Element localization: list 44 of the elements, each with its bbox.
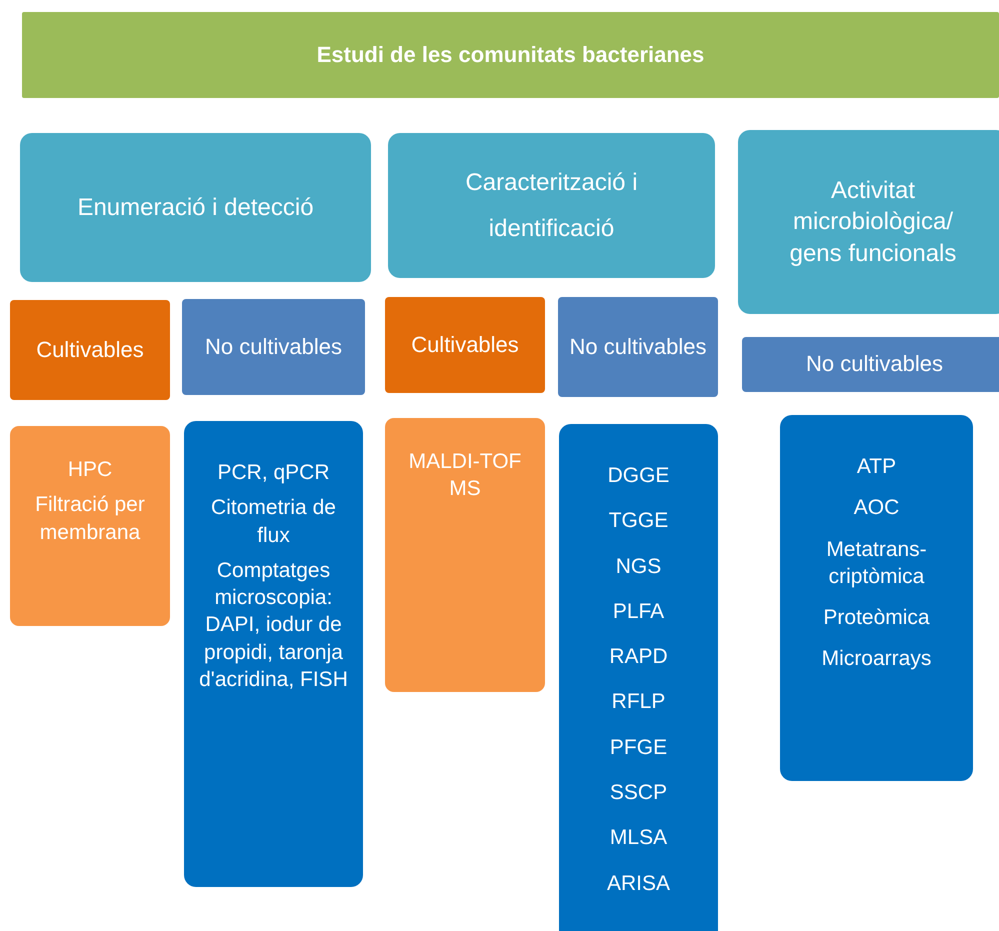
category-label: Caracterització i identificació xyxy=(464,168,639,244)
method-text: Citometria de flux xyxy=(210,495,337,549)
cultivable-box xyxy=(385,297,545,393)
method-text: SSCP xyxy=(610,780,668,806)
method-list-box xyxy=(385,418,545,692)
group-label: No cultivables xyxy=(570,332,706,361)
method-text: RFLP xyxy=(612,689,666,716)
method-text: Filtració per membrana xyxy=(34,492,146,546)
method-text: PFGE xyxy=(610,734,668,761)
method-list-box xyxy=(184,421,363,887)
group-label: Cultivables xyxy=(36,336,144,364)
method-text: RAPD xyxy=(609,644,668,670)
method-text: PLFA xyxy=(612,598,664,625)
method-text: AOC xyxy=(854,495,900,522)
method-text: Metatrans-criptòmica xyxy=(825,536,928,590)
group-label: No cultivables xyxy=(205,332,342,361)
method-text: TGGE xyxy=(608,508,668,534)
method-list-box xyxy=(10,426,170,626)
method-text: HPC xyxy=(68,457,112,483)
method-text: ATP xyxy=(856,454,896,480)
title-text: Estudi de les comunitats bacterianes xyxy=(316,40,704,69)
non-cultivable-box xyxy=(742,337,999,392)
cultivable-box xyxy=(10,300,170,400)
method-list-box xyxy=(559,424,718,931)
method-list-box xyxy=(780,415,973,781)
title-banner xyxy=(22,12,999,98)
method-text: NGS xyxy=(616,554,662,580)
method-text: DGGE xyxy=(608,463,670,489)
category-box xyxy=(388,133,715,278)
method-text: Proteòmica xyxy=(823,605,930,632)
group-label: No cultivables xyxy=(806,350,943,378)
method-text: MLSA xyxy=(610,825,668,852)
method-text: MALDI-TOF MS xyxy=(408,449,522,502)
method-text: ARISA xyxy=(606,870,670,897)
category-label: Activitat microbiològica/ gens funcionals xyxy=(788,176,958,269)
non-cultivable-box xyxy=(182,299,365,395)
category-label: Enumeració i detecció xyxy=(77,192,314,223)
method-text: Microarrays xyxy=(822,646,932,672)
method-text: Comptatges microscopia: DAPI, iodur de propidi, taronja d'acridina, FISH xyxy=(198,558,349,694)
non-cultivable-box xyxy=(558,297,718,397)
method-text: PCR, qPCR xyxy=(217,460,330,486)
category-box xyxy=(20,133,371,282)
group-label: Cultivables xyxy=(411,330,519,359)
category-box xyxy=(738,130,999,314)
